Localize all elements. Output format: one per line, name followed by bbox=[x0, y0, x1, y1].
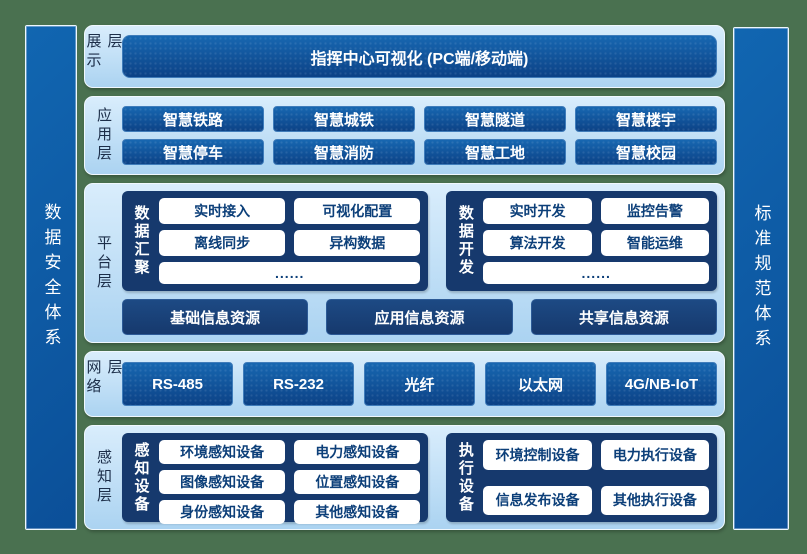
device-box: 其他执行设备 bbox=[600, 485, 709, 515]
network-box: RS-485 bbox=[122, 362, 233, 406]
standards-sidebar: 标准规范体系 bbox=[733, 27, 789, 530]
app-box: 智慧楼宇 bbox=[575, 106, 717, 132]
platform-capability-box: 离线同步 bbox=[159, 230, 286, 256]
layers-column: 展示层 指挥中心可视化 (PC端/移动端) 应用层 智慧铁路 智慧城铁 智慧隧道… bbox=[84, 25, 725, 530]
sensing-devices-group: 感知设备 环境感知设备 电力感知设备 图像感知设备 位置感知设备 身份感知设备 … bbox=[122, 433, 429, 524]
execution-devices-grid: 环境控制设备 电力执行设备 信息发布设备 其他执行设备 bbox=[483, 440, 709, 515]
platform-layer-label: 平台层 bbox=[95, 234, 112, 292]
resource-box: 应用信息资源 bbox=[326, 299, 513, 335]
data-development-label: 数据开发 bbox=[456, 205, 474, 277]
platform-layer-content: 数据汇聚 实时接入 可视化配置 离线同步 异构数据 ...... 数据开发 bbox=[122, 191, 717, 335]
data-security-label: 数据安全体系 bbox=[41, 202, 61, 353]
platform-capability-box: 智能运维 bbox=[600, 230, 709, 256]
device-box: 位置感知设备 bbox=[294, 470, 421, 494]
application-layer-label: 应用层 bbox=[95, 107, 112, 164]
standards-label: 标准规范体系 bbox=[751, 203, 771, 354]
network-layer-panel: 网络层 RS-485 RS-232 光纤 以太网 4G/NB-IoT bbox=[84, 351, 725, 417]
network-grid: RS-485 RS-232 光纤 以太网 4G/NB-IoT bbox=[122, 359, 717, 409]
sensing-devices-grid: 环境感知设备 电力感知设备 图像感知设备 位置感知设备 身份感知设备 其他感知设… bbox=[159, 440, 421, 524]
resource-box: 基础信息资源 bbox=[122, 299, 309, 335]
platform-capability-box: 异构数据 bbox=[294, 230, 421, 256]
device-box: 电力执行设备 bbox=[600, 440, 709, 470]
application-layer-panel: 应用层 智慧铁路 智慧城铁 智慧隧道 智慧楼宇 智慧停车 智慧消防 智慧工地 智… bbox=[84, 96, 725, 175]
display-layer-label: 展示层 bbox=[84, 33, 123, 71]
network-layer-label: 网络层 bbox=[84, 359, 123, 397]
platform-capability-box: 算法开发 bbox=[483, 230, 592, 256]
network-box: 以太网 bbox=[485, 362, 596, 406]
app-box: 智慧工地 bbox=[424, 139, 566, 165]
application-layer-content: 智慧铁路 智慧城铁 智慧隧道 智慧楼宇 智慧停车 智慧消防 智慧工地 智慧校园 bbox=[122, 104, 717, 167]
data-security-sidebar: 数据安全体系 bbox=[25, 25, 77, 530]
platform-groups: 数据汇聚 实时接入 可视化配置 离线同步 异构数据 ...... 数据开发 bbox=[122, 191, 717, 291]
perception-groups: 感知设备 环境感知设备 电力感知设备 图像感知设备 位置感知设备 身份感知设备 … bbox=[122, 433, 717, 524]
data-aggregation-group: 数据汇聚 实时接入 可视化配置 离线同步 异构数据 ...... bbox=[122, 191, 429, 291]
network-box: 4G/NB-IoT bbox=[606, 362, 717, 406]
device-box: 图像感知设备 bbox=[159, 470, 286, 494]
display-layer-content: 指挥中心可视化 (PC端/移动端) bbox=[122, 33, 717, 80]
resource-box: 共享信息资源 bbox=[530, 299, 717, 335]
platform-column: 数据汇聚 实时接入 可视化配置 离线同步 异构数据 ...... 数据开发 bbox=[122, 191, 717, 335]
platform-layer-panel: 平台层 数据汇聚 实时接入 可视化配置 离线同步 异构数据 ...... bbox=[84, 183, 725, 343]
platform-capability-box: 实时开发 bbox=[483, 198, 592, 224]
device-box: 信息发布设备 bbox=[483, 485, 592, 515]
resource-row: 基础信息资源 应用信息资源 共享信息资源 bbox=[122, 299, 717, 335]
data-aggregation-grid: 实时接入 可视化配置 离线同步 异构数据 ...... bbox=[159, 198, 421, 284]
device-box: 环境感知设备 bbox=[159, 440, 286, 464]
data-aggregation-label: 数据汇聚 bbox=[132, 205, 150, 277]
network-box: RS-232 bbox=[243, 362, 354, 406]
app-box: 智慧铁路 bbox=[122, 106, 264, 132]
application-grid: 智慧铁路 智慧城铁 智慧隧道 智慧楼宇 智慧停车 智慧消防 智慧工地 智慧校园 bbox=[122, 104, 717, 167]
app-box: 智慧城铁 bbox=[273, 106, 415, 132]
sensing-devices-label: 感知设备 bbox=[132, 441, 150, 514]
network-box: 光纤 bbox=[364, 362, 475, 406]
platform-capability-box: 可视化配置 bbox=[294, 198, 421, 224]
app-box: 智慧校园 bbox=[575, 139, 717, 165]
device-box: 环境控制设备 bbox=[483, 440, 592, 470]
platform-capability-box: 监控告警 bbox=[600, 198, 709, 224]
device-box: 身份感知设备 bbox=[159, 500, 286, 524]
perception-layer-label: 感知层 bbox=[95, 449, 112, 506]
more-ellipsis-box: ...... bbox=[159, 262, 421, 284]
device-box: 其他感知设备 bbox=[294, 500, 421, 524]
network-layer-content: RS-485 RS-232 光纤 以太网 4G/NB-IoT bbox=[122, 359, 717, 409]
command-center-box: 指挥中心可视化 (PC端/移动端) bbox=[122, 35, 717, 78]
execution-devices-label: 执行设备 bbox=[456, 441, 474, 514]
device-box: 电力感知设备 bbox=[294, 440, 421, 464]
app-box: 智慧消防 bbox=[273, 139, 415, 165]
more-ellipsis-box: ...... bbox=[483, 262, 709, 284]
display-layer-panel: 展示层 指挥中心可视化 (PC端/移动端) bbox=[84, 25, 725, 88]
app-box: 智慧停车 bbox=[122, 139, 264, 165]
perception-layer-panel: 感知层 感知设备 环境感知设备 电力感知设备 图像感知设备 位置感知设备 身份感… bbox=[84, 425, 725, 530]
data-development-group: 数据开发 实时开发 监控告警 算法开发 智能运维 ...... bbox=[446, 191, 717, 291]
perception-layer-content: 感知设备 环境感知设备 电力感知设备 图像感知设备 位置感知设备 身份感知设备 … bbox=[122, 433, 717, 524]
app-box: 智慧隧道 bbox=[424, 106, 566, 132]
execution-devices-group: 执行设备 环境控制设备 电力执行设备 信息发布设备 其他执行设备 bbox=[446, 433, 717, 522]
data-development-grid: 实时开发 监控告警 算法开发 智能运维 ...... bbox=[483, 198, 709, 284]
platform-capability-box: 实时接入 bbox=[159, 198, 286, 224]
